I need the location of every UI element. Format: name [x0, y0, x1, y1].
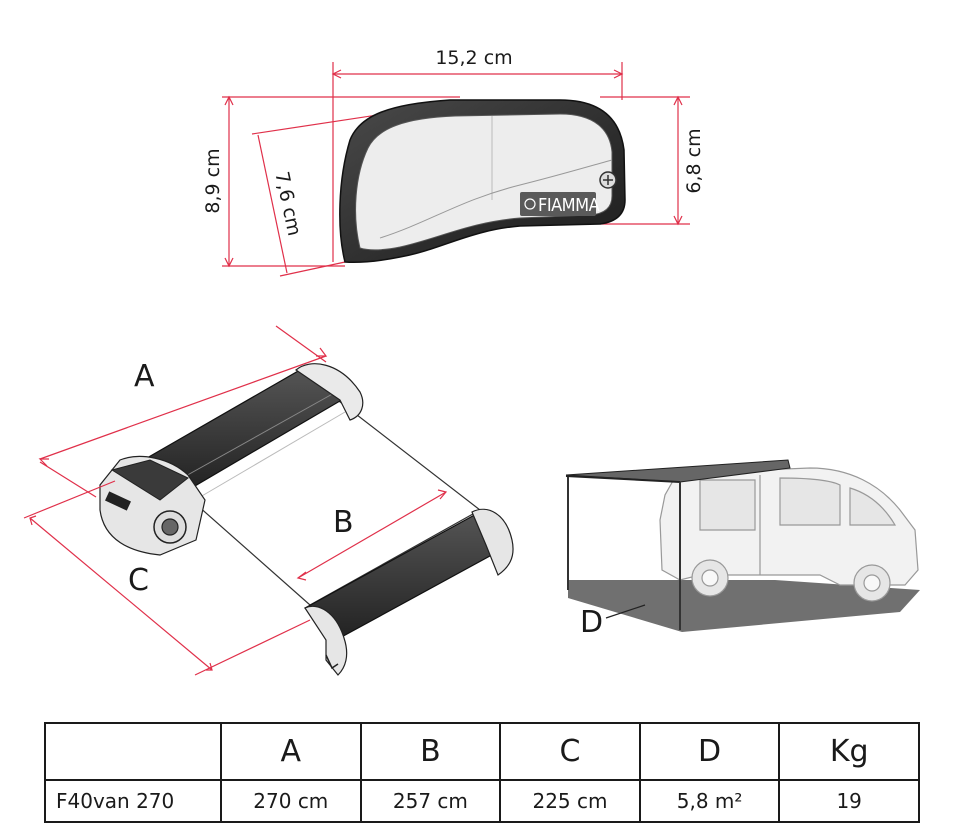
area-pointer-line [605, 604, 646, 619]
spec-table: A B C D Kg F40van 270 270 cm 257 cm 225 … [44, 722, 920, 823]
housing-top-panel [110, 459, 189, 501]
height-diagonal-dimension-label: 7,6 cm [270, 170, 305, 238]
cell-a: 270 cm [220, 779, 362, 823]
van-view: D [565, 459, 920, 640]
header-cell-c: C [499, 722, 641, 781]
housing-logo-badge [105, 491, 131, 511]
header-cell-d: D [638, 722, 781, 781]
cell-b: 257 cm [359, 779, 502, 823]
perspective-view: A B C [23, 325, 514, 676]
dimension-label-b: B [333, 505, 354, 540]
housing-panel-curve [379, 159, 613, 239]
area-label-d: D [580, 605, 603, 640]
screw-icon [599, 171, 617, 189]
cell-c: 225 cm [499, 779, 641, 823]
front-bar-right-cap [471, 508, 514, 576]
shaded-area [568, 580, 920, 632]
logo-text: FIAMMA [538, 195, 600, 216]
perspective-dimension-lines [23, 325, 448, 676]
cell-kg: 19 [778, 779, 920, 823]
front-bar-left-cap [304, 605, 348, 676]
van-illustration [659, 467, 919, 602]
profile-view: FIAMMA 15,2 cm 8,9 cm 7,6 cm 6,8 cm [202, 47, 705, 277]
height-outer-dimension-label: 8,9 cm [202, 148, 224, 213]
dimension-label-c: C [128, 563, 149, 598]
front-bar-hook [325, 654, 339, 670]
product-diagram: FIAMMA 15,2 cm 8,9 cm 7,6 cm 6,8 cm [23, 47, 920, 676]
header-cell-a: A [220, 722, 362, 781]
dimension-label-a: A [134, 359, 155, 394]
header-cell-kg: Kg [778, 722, 920, 781]
height-inner-dimension-label: 6,8 cm [683, 128, 705, 193]
cell-model: F40van 270 [44, 779, 222, 823]
table-row: F40van 270 270 cm 257 cm 225 cm 5,8 m² 1… [44, 779, 920, 823]
width-dimension-label: 15,2 cm [435, 47, 512, 69]
header-cell-b: B [359, 722, 502, 781]
header-cell-blank [44, 722, 222, 781]
profile-dimension-lines [222, 62, 690, 277]
fiamma-logo: FIAMMA [520, 192, 600, 216]
crank-socket-icon [153, 510, 187, 544]
cassette-right-end-cap [295, 363, 364, 421]
cell-d: 5,8 m² [638, 779, 781, 823]
spec-table-header-row: A B C D Kg [44, 722, 920, 781]
